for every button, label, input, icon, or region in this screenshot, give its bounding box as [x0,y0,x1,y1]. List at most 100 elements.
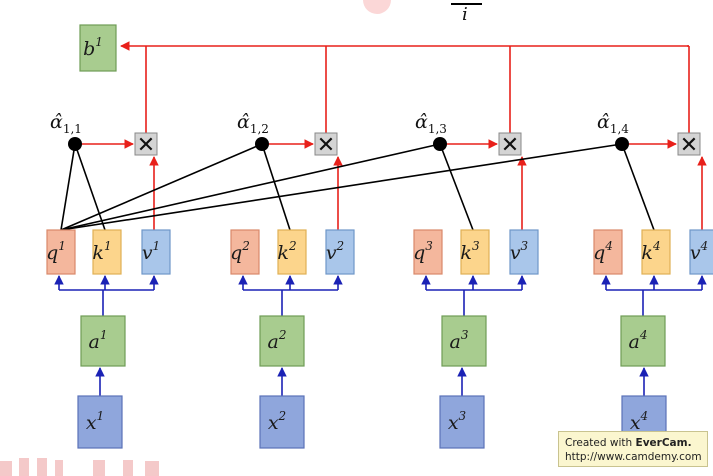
embedding-a3-box [441,315,487,367]
embedding-a1-sup: 1 [100,328,108,342]
output-b1: b1 [79,24,117,72]
embedding-a3-label: a3 [450,328,469,353]
key-k2-box [277,229,307,275]
key-k3-box [460,229,490,275]
key-k4-base: k [641,242,653,264]
value-v4: v4 [689,229,713,275]
input-x1: x1 [77,395,123,449]
line-k-to-alpha-1 [74,143,106,231]
embedding-a2-label: a2 [268,328,287,353]
embedding-a2-box [259,315,305,367]
input-x4-label: x4 [630,409,648,434]
bottom-left-artifact [0,458,159,476]
input-x2: x2 [259,395,305,449]
input-x2-sup: 2 [278,409,287,423]
input-x1-label: x1 [86,409,104,434]
query-q2-base: q [230,242,242,264]
input-x1-base: x [86,412,97,434]
multiply-box-1 [134,132,158,156]
embedding-a4: a4 [620,315,666,367]
alpha-sub-3: 1,3 [428,122,447,136]
value-v3-label: v3 [510,239,529,264]
watermark-url: http://www.camdemy.com [565,451,702,463]
line-k-to-alpha-4 [621,143,655,231]
alpha-base-4: α̂ [597,111,610,133]
key-k2-label: k2 [277,239,296,264]
embedding-a2-sup: 2 [278,328,287,342]
value-v3-sup: 3 [521,239,529,253]
alpha-label-1: α̂1,1 [50,111,82,136]
value-v2-label: v2 [326,239,344,264]
value-v2-box [325,229,355,275]
query-q3-base: q [413,242,425,264]
key-k2-base: k [277,242,289,264]
query-q2-sup: 2 [241,239,250,253]
alpha-dot-4 [615,137,629,151]
value-v4-sup: 4 [700,239,709,253]
value-v1-box [141,229,171,275]
alpha-dot-1 [68,137,82,151]
query-q3: q3 [413,229,443,275]
line-k-to-alpha-3 [439,143,474,231]
top-fragment-label: i [462,4,468,25]
query-q3-label: q3 [413,239,433,264]
value-v1: v1 [141,229,171,275]
multiply-symbol-2: ✕ [317,133,335,158]
input-x1-sup: 1 [97,409,105,423]
query-q3-box [413,229,443,275]
query-q4-base: q [593,242,605,264]
value-v3-box [509,229,539,275]
value-v1-base: v [142,242,153,264]
value-v3: v3 [509,229,539,275]
multiply-box-2 [314,132,338,156]
embedding-a2-base: a [268,331,279,353]
query-q2: q2 [230,229,260,275]
watermark-brand: EverCam. [635,437,692,449]
query-q1-sup: 1 [58,239,66,253]
alpha-label-4: α̂1,4 [597,111,629,136]
value-v2-sup: 2 [336,239,345,253]
key-k4-sup: 4 [652,239,661,253]
multiply-node-2: ✕ [314,132,338,158]
embedding-a1: a1 [80,315,126,367]
value-v1-label: v1 [142,239,160,264]
embedding-a4-box [620,315,666,367]
input-x2-box [259,395,305,449]
key-k1-sup: 1 [104,239,112,253]
multiply-node-1: ✕ [134,132,158,158]
alpha-label-3: α̂1,3 [415,111,447,136]
value-v4-label: v4 [690,239,708,264]
line-q1-to-alpha-2 [60,143,263,231]
alpha-sub-1: 1,1 [63,122,82,136]
alpha-sub-2: 1,2 [250,122,269,136]
input-x2-label: x2 [268,409,286,434]
multiply-symbol-3: ✕ [501,133,519,158]
evercam-watermark: Created with EverCam. http://www.camdemy… [558,431,708,467]
key-k2-sup: 2 [288,239,297,253]
key-k1-base: k [92,242,104,264]
input-x3-base: x [448,412,459,434]
output-b1-sup: 1 [95,35,103,49]
multiply-symbol-1: ✕ [137,133,155,158]
key-k4-box [641,229,671,275]
query-q1-box [46,229,76,275]
multiply-symbol-4: ✕ [680,133,698,158]
key-k3: k3 [460,229,490,275]
input-x3: x3 [439,395,485,449]
alpha-label-2: α̂1,2 [237,111,269,136]
value-v4-base: v [690,242,701,264]
output-b1-label: b1 [83,35,103,60]
input-x2-base: x [268,412,279,434]
value-v1-sup: 1 [153,239,161,253]
query-q2-box [230,229,260,275]
key-k2: k2 [277,229,307,275]
embedding-a4-sup: 4 [639,328,648,342]
key-k1-box [92,229,122,275]
line-q1-to-alpha-3 [60,143,441,231]
value-v4-box [689,229,713,275]
query-q3-sup: 3 [425,239,433,253]
input-x3-box [439,395,485,449]
input-x4-base: x [630,412,641,434]
alpha-dot-2 [255,137,269,151]
